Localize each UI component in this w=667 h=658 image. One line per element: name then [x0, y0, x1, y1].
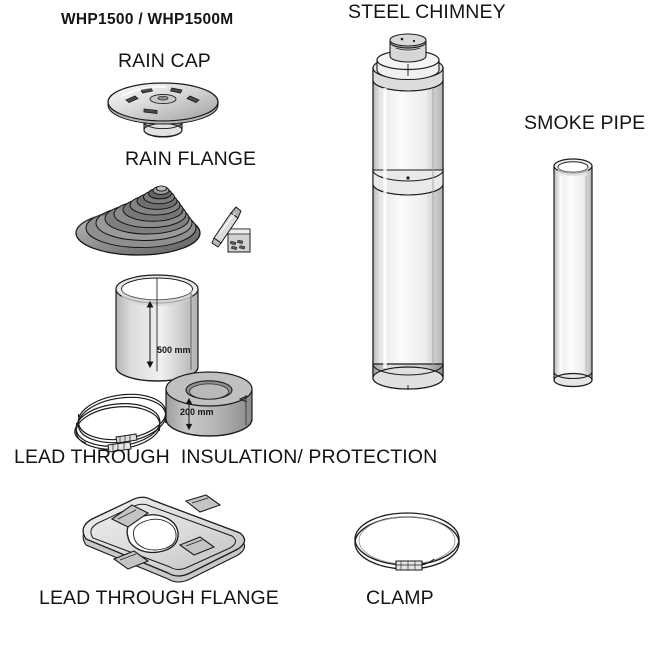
part-label-rain-cap: RAIN CAP	[118, 50, 211, 72]
smoke-pipe-icon	[548, 152, 598, 397]
part-label-clamp: CLAMP	[366, 587, 434, 609]
dimension-sleeve-height: 500 mm	[157, 345, 191, 355]
rain-cap-icon	[100, 78, 226, 140]
lead-through-flange-icon	[68, 493, 268, 585]
model-title: WHP1500 / WHP1500M	[61, 11, 234, 28]
sealant-tube-and-screws-icon	[210, 206, 256, 255]
insulation-cylinder-icon	[112, 274, 202, 395]
part-label-smoke-pipe: SMOKE PIPE	[524, 112, 646, 134]
hose-clamp-bands-icon	[68, 383, 172, 455]
clamp-ring-icon	[352, 508, 462, 580]
part-label-lead-through-insulation: LEAD THROUGH INSULATION/ PROTECTION	[14, 446, 438, 468]
steel-chimney-icon	[363, 28, 453, 396]
dimension-ring-height: 200 mm	[180, 407, 214, 417]
part-label-lead-through-flange: LEAD THROUGH FLANGE	[39, 587, 279, 609]
insulation-ring-icon	[163, 365, 255, 447]
rain-flange-icon	[75, 175, 210, 257]
part-label-steel-chimney: STEEL CHIMNEY	[348, 1, 506, 23]
part-label-rain-flange: RAIN FLANGE	[125, 148, 257, 170]
